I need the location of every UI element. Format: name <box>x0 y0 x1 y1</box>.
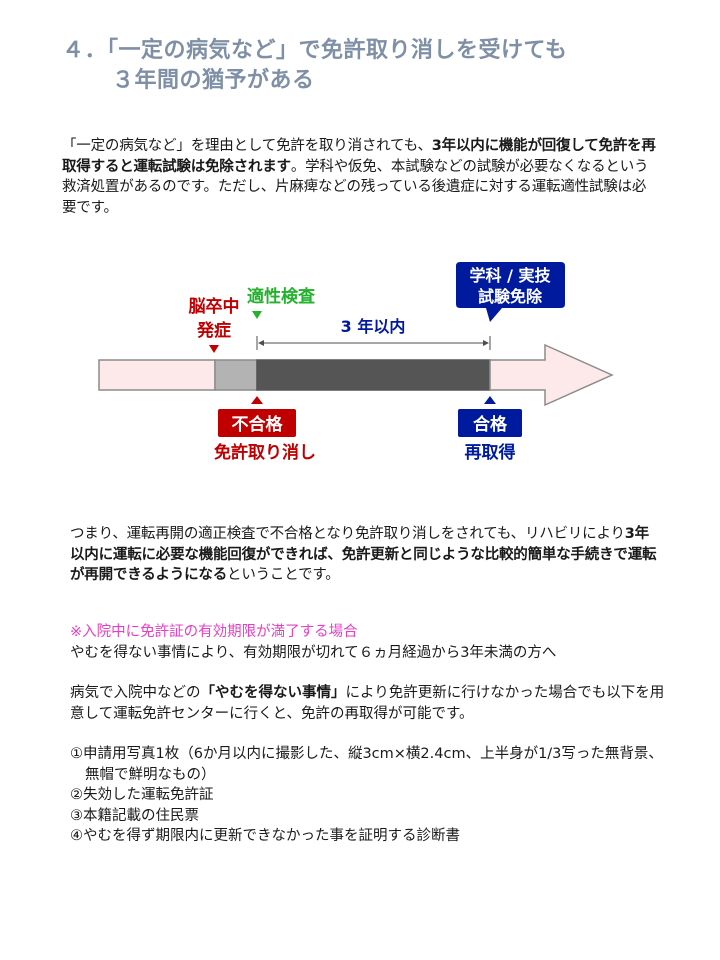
exemption-line-1: 学科 / 実技 <box>470 266 552 285</box>
fail-marker-icon <box>251 396 263 404</box>
page-title: ４．「一定の病気など」で免許取り消しを受けても ３年間の猶予がある <box>62 36 567 96</box>
note-heading: ※入院中に免許証の有効期限が満了する場合 <box>70 624 358 640</box>
fail-badge-label: 不合格 <box>232 414 284 435</box>
period-label: 3 年以内 <box>341 317 406 336</box>
note-body-emphasis: 「やむを得ない事情」 <box>200 685 346 701</box>
pass-badge-label: 合格 <box>473 414 508 435</box>
fail-badge <box>218 409 296 437</box>
title-line-2: ３年間の猶予がある <box>112 68 315 93</box>
bar-dark <box>256 359 491 391</box>
summary-paragraph: つまり、運転再開の適正検査で不合格となり免許取り消しをされても、リハビリにより3… <box>70 524 660 586</box>
period-arrow-right-icon <box>483 340 489 346</box>
intro-text-rest: 。学科や仮免、本試験などの試験が必要なくなるという救済処置があるのです。ただし、… <box>62 158 649 216</box>
note-body-text-rest: により免許更新に行けなかった場合でも以下を用意して運転免許センターに行くと、免許… <box>70 685 665 722</box>
title-line-1: ４．「一定の病気など」で免許取り消しを受けても <box>62 38 568 63</box>
period-arrow-left-icon <box>258 340 264 346</box>
expiry-note-section: ※入院中に免許証の有効期限が満了する場合 やむを得ない事情により、有効期限が切れ… <box>70 622 670 847</box>
arrow-head <box>489 343 614 407</box>
intro-text: 「一定の病気など」を理由として免許を取り消されても、 <box>62 138 432 154</box>
list-item: ③本籍記載の住民票 <box>70 807 199 824</box>
aptitude-test-label: 適性検査 <box>247 286 316 307</box>
stroke-marker-icon <box>209 345 219 353</box>
intro-paragraph: 「一定の病気など」を理由として免許を取り消されても、3年以内に機能が回復して免許… <box>62 136 656 218</box>
exemption-line-2: 試験免除 <box>478 287 543 306</box>
stroke-onset-label-2: 発症 <box>196 320 231 341</box>
pass-marker-icon <box>484 396 496 404</box>
reacquire-label: 再取得 <box>465 442 516 463</box>
stroke-onset-label-1: 脳卒中 <box>189 296 240 317</box>
note-body-text: 病気で入院中などの <box>70 685 201 701</box>
pass-badge <box>458 409 522 437</box>
bar-pre <box>98 359 216 391</box>
aptitude-marker-icon <box>252 311 262 319</box>
summary-emphasis: 3年以内に運転に必要な機能回復ができれば、免許更新と同じような比較的簡単な手続き… <box>70 526 657 583</box>
list-item: ④やむを得ず期限内に更新できなかった事を証明する診断書 <box>70 828 460 844</box>
bar-gray <box>214 359 258 391</box>
timeline-diagram: 脳卒中 発症 適性検査 3 年以内 学科 / 実技 試験免除 不合格 免許取り消… <box>98 262 614 463</box>
note-subheading: やむを得ない事情により、有効期限が切れて６ヵ月経過から3年未満の方へ <box>70 644 557 661</box>
list-item: ①申請用写真1枚（6か月以内に撮影した、縦3cm×横2.4cm、上半身が1/3写… <box>70 746 663 783</box>
summary-text-rest: ということです。 <box>227 567 340 583</box>
revoke-label: 免許取り消し <box>214 442 316 463</box>
intro-emphasis: 3年以内に機能が回復して免許を再取得すると運転試験は免除されます <box>62 138 656 175</box>
note-body: 病気で入院中などの「やむを得ない事情」により免許更新に行けなかった場合でも以下を… <box>70 683 670 724</box>
summary-text: つまり、運転再開の適正検査で不合格となり免許取り消しをされても、リハビリにより <box>70 526 625 542</box>
list-item: ②失効した運転免許証 <box>70 787 214 803</box>
exemption-callout <box>456 262 565 322</box>
